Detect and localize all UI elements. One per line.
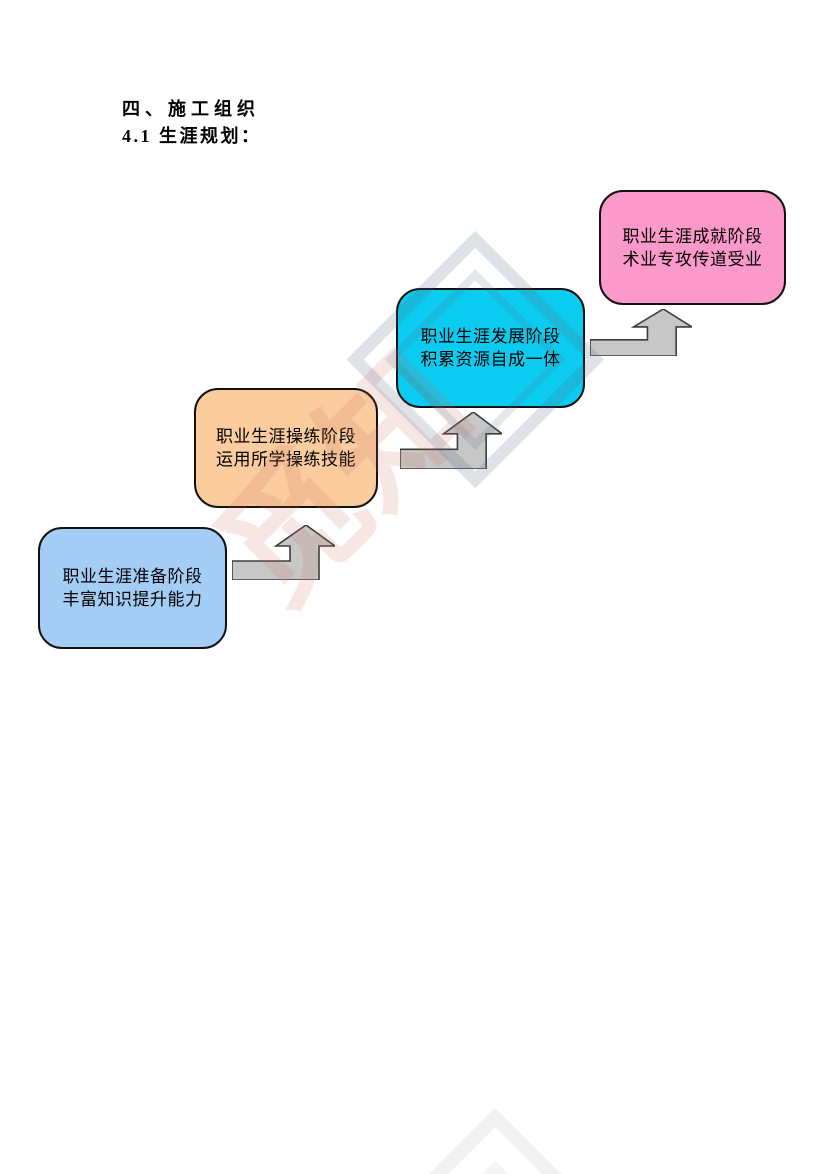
step-development-line1: 职业生涯发展阶段 [420, 327, 561, 346]
step-achievement-line2: 术业专攻传道受业 [622, 249, 763, 269]
step-development-line2: 积累资源自成一体 [420, 350, 561, 369]
bent-up-arrow-icon-2 [400, 412, 502, 469]
bent-up-arrow-shape [590, 309, 692, 356]
step-practice-line2: 运用所学操练技能 [216, 450, 356, 469]
watermark-diamond-icon [322, 1107, 668, 1174]
section-title: 四、施工组织 [122, 99, 260, 119]
bent-up-arrow-shape [232, 525, 335, 580]
bent-up-arrow-icon-3 [590, 309, 692, 356]
step-box-development: 职业生涯发展阶段 积累资源自成一体 [396, 288, 585, 408]
bent-up-arrow-icon-1 [232, 525, 335, 580]
step-preparation-line2: 丰富知识提升能力 [62, 590, 203, 609]
step-box-preparation: 职业生涯准备阶段 丰富知识提升能力 [38, 527, 227, 649]
subsection-title: 4.1 生涯规划： [122, 126, 262, 146]
step-preparation-line1: 职业生涯准备阶段 [62, 567, 203, 586]
step-box-achievement: 职业生涯成就阶段 术业专攻传道受业 [599, 190, 786, 305]
watermark-bottom [322, 1107, 668, 1174]
heading-block: 四、施工组织 4.1 生涯规划： [122, 96, 262, 150]
step-achievement-line1: 职业生涯成就阶段 [622, 226, 763, 246]
step-box-practice: 职业生涯操练阶段 运用所学操练技能 [194, 388, 378, 508]
watermark-diamond-inner-icon [375, 1160, 615, 1174]
step-practice-line1: 职业生涯操练阶段 [216, 427, 356, 446]
bent-up-arrow-shape [400, 412, 502, 469]
